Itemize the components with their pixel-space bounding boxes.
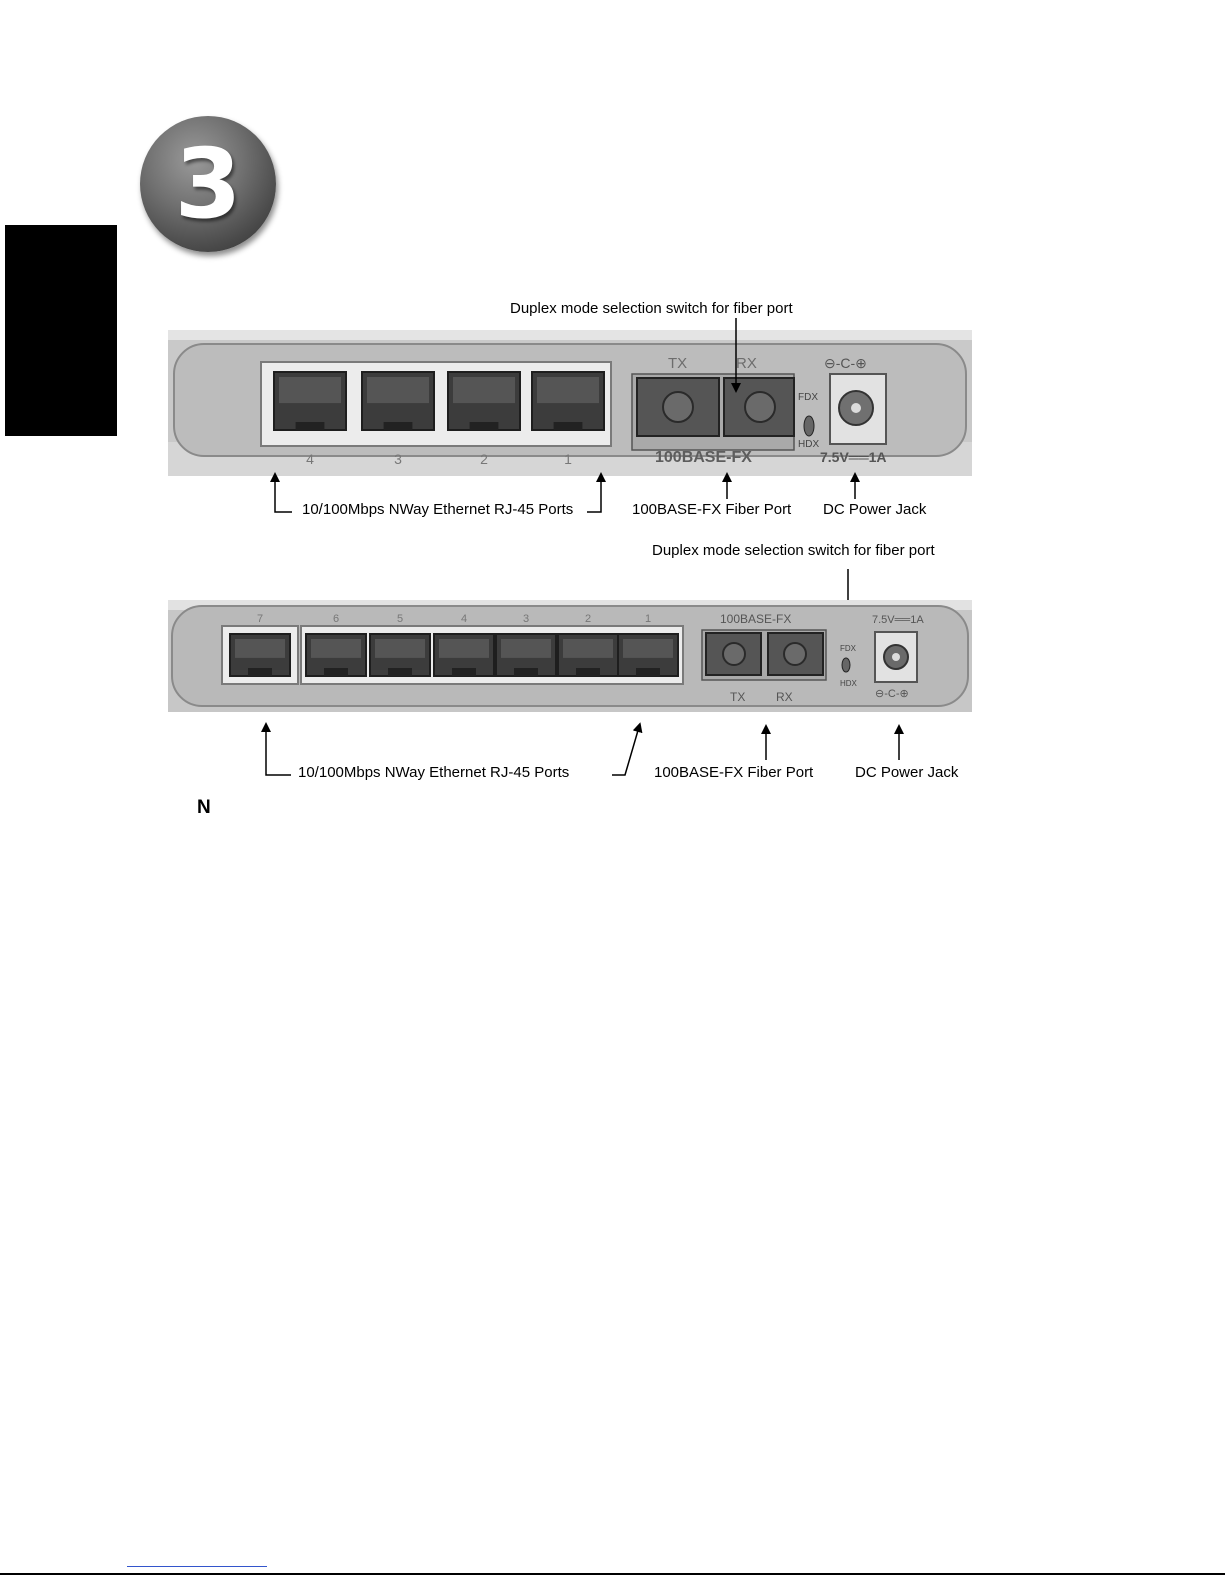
step-badge: 3 <box>140 116 276 252</box>
fig1-fdx-label: FDX <box>798 392 818 403</box>
fig2-rj45-port-4[interactable] <box>433 633 495 677</box>
fig1-rj45-port-3[interactable] <box>361 371 435 431</box>
fig2-polarity-icon: ⊖-C-⊕ <box>875 688 909 700</box>
section-tab <box>5 225 117 436</box>
fig1-duplex-switch[interactable] <box>803 415 815 437</box>
figure1-device-photo: 4 3 2 1 TX RX 100BASE-FX FDX HDX ⊖-C-⊕ 7.5V… <box>168 330 972 476</box>
fig1-tx-label: TX <box>668 355 687 372</box>
fig2-fiber-model: 100BASE-FX <box>720 612 791 626</box>
fig2-fiber-label: 100BASE-FX Fiber Port <box>654 764 814 781</box>
fig2-fdx-label: FDX <box>840 644 857 653</box>
fig1-port-number-2: 2 <box>480 451 488 467</box>
fig2-rj45-port-7[interactable] <box>229 633 291 677</box>
fig1-fiber-label: 100BASE-FX Fiber Port <box>632 501 792 518</box>
fig2-duplex-label: Duplex mode selection switch for fiber p… <box>652 542 935 559</box>
fig2-power-rating: 7.5V══1A <box>872 614 924 626</box>
note-heading: N <box>197 797 211 818</box>
fig1-port-number-4: 4 <box>306 451 314 467</box>
fig2-port-number-5: 5 <box>397 613 403 625</box>
fig2-duplex-switch[interactable] <box>841 657 851 673</box>
fig1-rj45-port-2[interactable] <box>447 371 521 431</box>
fig2-hdx-label: HDX <box>840 679 858 688</box>
fig1-power-label: DC Power Jack <box>823 501 927 518</box>
fig2-port-number-3: 3 <box>523 613 529 625</box>
fig2-port-number-7: 7 <box>257 613 263 625</box>
fig1-fiber-model: 100BASE-FX <box>655 449 752 466</box>
fig2-rj45-port-group <box>229 633 679 677</box>
fig2-rx-label: RX <box>776 690 793 704</box>
fig2-power-label: DC Power Jack <box>855 764 959 781</box>
fig2-rj45-port-6[interactable] <box>305 633 367 677</box>
fig2-port-number-6: 6 <box>333 613 339 625</box>
fig2-rj45-port-3[interactable] <box>495 633 557 677</box>
fig1-rj45-port-group <box>273 371 605 431</box>
fig2-port-number-4: 4 <box>461 613 467 625</box>
fig2-tx-label: TX <box>730 690 745 704</box>
fig1-rj45-port-1[interactable] <box>531 371 605 431</box>
fig2-port-number-2: 2 <box>585 613 591 625</box>
fig1-rj45-label: 10/100Mbps NWay Ethernet RJ-45 Ports <box>302 501 574 518</box>
fig2-rj45-port-5[interactable] <box>369 633 431 677</box>
fig2-rj45-port-2[interactable] <box>557 633 619 677</box>
fig1-port-number-1: 1 <box>564 451 572 467</box>
fig1-rj45-port-4[interactable] <box>273 371 347 431</box>
figure2-device-photo: 7 6 5 4 3 2 1 100BASE-FX TX RX FDX HDX 7.5V══1… <box>168 600 972 712</box>
fig1-power-rating: 7.5V══1A <box>820 449 887 465</box>
fig1-hdx-label: HDX <box>798 439 819 450</box>
footer-link-underline <box>127 1566 267 1567</box>
fig2-rj45-label: 10/100Mbps NWay Ethernet RJ-45 Ports <box>298 764 570 781</box>
step-number: 3 <box>174 128 242 240</box>
fig1-port-number-3: 3 <box>394 451 402 467</box>
footer-rule <box>0 1573 1225 1575</box>
fig1-rx-label: RX <box>736 355 757 372</box>
fig1-duplex-label: Duplex mode selection switch for fiber p… <box>510 300 793 317</box>
fig2-rj45-port-1[interactable] <box>617 633 679 677</box>
fig2-port-number-1: 1 <box>645 613 651 625</box>
fig1-polarity-icon: ⊖-C-⊕ <box>824 355 867 371</box>
